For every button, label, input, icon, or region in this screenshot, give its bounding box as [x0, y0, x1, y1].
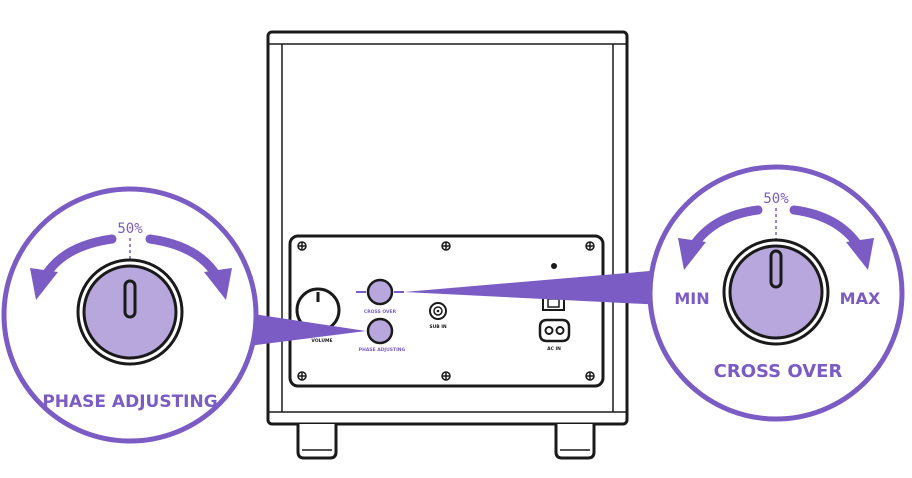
crossover-max-label: MAX [840, 289, 881, 308]
panel-phase-knob[interactable] [366, 317, 394, 345]
phase-knob[interactable] [76, 258, 184, 366]
panel-crossover-knob[interactable] [356, 278, 404, 306]
crossover-callout [647, 164, 905, 422]
phase-title: PHASE ADJUSTING [42, 392, 217, 412]
power-led [551, 263, 557, 269]
crossover-callout-pointer [404, 270, 664, 305]
panel-screws [297, 241, 595, 381]
volume-label: VOLUME [311, 338, 332, 344]
sub-in-jack[interactable] [429, 302, 447, 320]
speaker-feet [296, 424, 596, 460]
control-panel: VOLUME CROSS OVER PHASE ADJUSTING SUB IN [288, 234, 605, 388]
crossover-title: CROSS OVER [714, 361, 843, 382]
phase-rotate-arrows [30, 234, 232, 300]
panel-phase-label: PHASE ADJUSTING [359, 347, 406, 353]
crossover-knob[interactable] [722, 238, 830, 346]
crossover-min-label: MIN [674, 289, 709, 308]
panel-crossover-label: CROSS OVER [364, 309, 397, 315]
sub-in-label: SUB IN [429, 324, 447, 330]
phase-callout [1, 186, 259, 444]
ac-inlet[interactable] [538, 318, 571, 343]
ac-in-label: AC IN [547, 346, 561, 352]
phase-callout-pointer [240, 312, 366, 346]
phase-percent: 50% [117, 221, 143, 237]
crossover-percent: 50% [763, 191, 789, 207]
crossover-rotate-arrows [678, 205, 874, 270]
